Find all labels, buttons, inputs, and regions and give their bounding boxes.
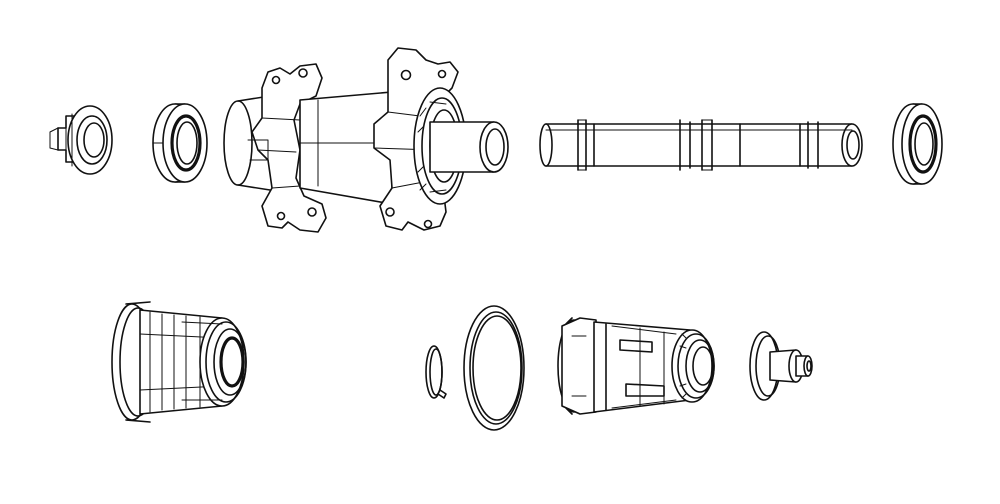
hub-inner-sleeve xyxy=(429,121,509,173)
hub-shell xyxy=(223,47,467,233)
seal-washer xyxy=(463,305,525,431)
freehub-body-b xyxy=(557,317,715,415)
freehub-body-a xyxy=(111,301,247,423)
left-bearing xyxy=(152,103,208,183)
left-end-cap xyxy=(49,105,113,175)
snap-ring xyxy=(425,345,447,399)
right-end-cap xyxy=(749,331,813,401)
axle xyxy=(539,119,863,171)
right-bearing xyxy=(892,103,943,185)
